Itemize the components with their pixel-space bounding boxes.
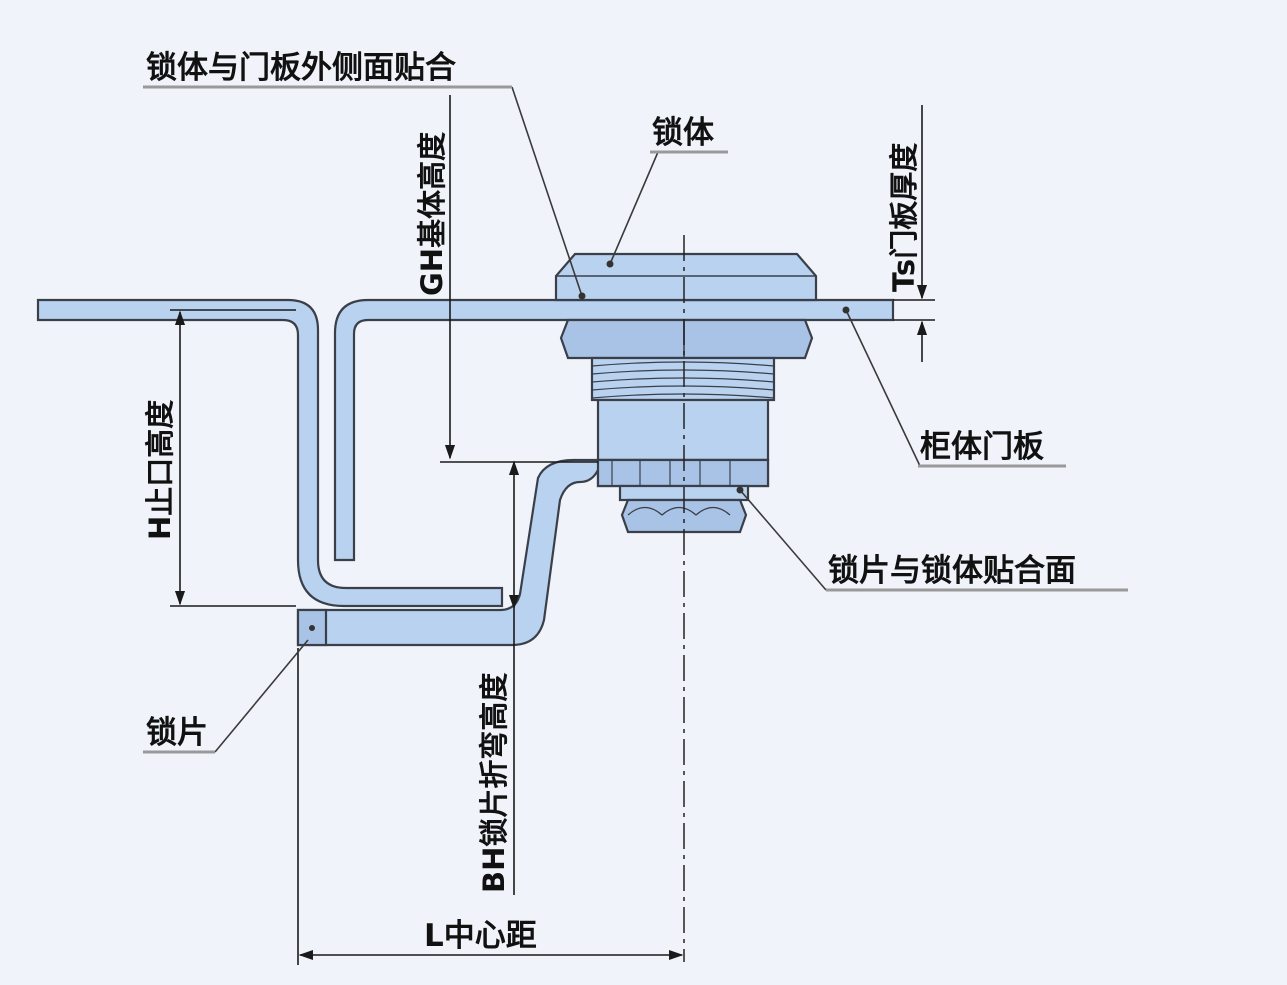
label-h-stop-height: H止口高度 [143,400,177,540]
label-cabinet-door-panel: 柜体门板 [920,429,1044,465]
cam-hub-marks [611,460,731,486]
cam-hub [596,458,770,488]
thread-lines [591,361,775,399]
label-ts-panel-thickness: Ts门板厚度 [887,143,921,292]
cabinet-door-panel [36,298,504,608]
leader-cam [214,639,309,753]
lock-thread [590,356,776,402]
leader-cam-contact-dot [736,486,744,494]
leader-door-panel [845,309,921,467]
label-lock-body-panel-contact: 锁体与门板外侧面贴合 [146,50,456,86]
label-lock-body: 锁体 [652,115,714,151]
cam-plate [296,458,770,647]
label-cam-lock-body-contact: 锁片与锁体贴合面 [828,553,1076,589]
lock-nut [559,318,814,360]
leader-lock-body [609,151,659,265]
lock-body-head [554,252,818,302]
cam-end-dot [309,625,315,631]
label-gh-base-height: GH基体高度 [415,132,449,296]
leader-panel-contact [511,86,583,297]
label-l-center-distance: L中心距 [424,918,537,954]
leader-door-panel-dot [842,306,850,314]
leader-lock-body-dot [606,260,614,268]
leader-panel-contact-dot [578,292,586,300]
leader-cam-contact [739,489,827,591]
lock-body-cylinder [596,398,770,462]
label-bh-cam-bend-height: BH锁片折弯高度 [477,673,511,893]
label-cam: 锁片 [146,715,208,751]
bottom-nut-lobes [627,506,731,516]
